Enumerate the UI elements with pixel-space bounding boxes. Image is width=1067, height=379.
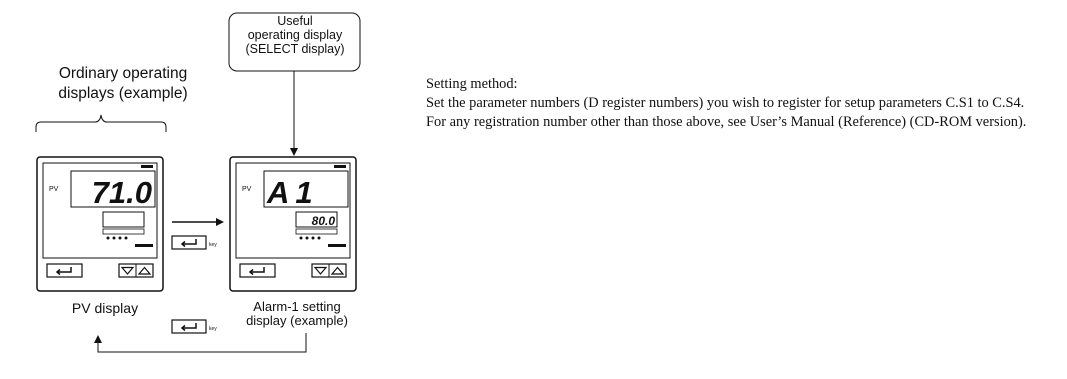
status-lamp [112,236,116,240]
sp-window [295,211,338,228]
callout-arrowhead [290,148,298,156]
status-strip [295,228,338,235]
model-mark [328,244,346,247]
set-enter-key [46,263,83,278]
controller-panel-left: PV 71.0 [36,156,164,292]
enter-arrow-icon [248,267,265,276]
down-arrow-icon [120,266,135,275]
callout-line-1: Useful [277,14,313,28]
enter-arrow-icon [55,267,72,276]
brace [35,114,167,132]
key-label: key [209,242,217,248]
setting-heading: Setting method: [426,76,518,92]
status-lamp [317,236,321,240]
up-arrow-icon [330,266,345,275]
pv-window [263,170,349,208]
setting-method: Setting method: Set the parameter number… [426,75,1060,132]
select-display-callout-text: Useful operating display (SELECT display… [231,14,359,56]
status-lamp [305,236,309,240]
alarm-setpoint-value: 80.0 [312,214,336,228]
set-enter-key [239,263,276,278]
setting-paragraph-1: Set the parameter numbers (D register nu… [426,95,1025,111]
brand-mark [334,165,346,168]
status-lamp [124,236,128,240]
pv-indicator: PV [49,186,59,193]
status-lamp [299,236,303,240]
controller-panel-right: PV A1 80.0 [229,156,357,292]
callout-line-3: (SELECT display) [245,42,345,56]
alarm-setting-caption: Alarm-1 setting display (example) [222,300,372,328]
pv-window [70,170,156,208]
alarm-caption-line-1: Alarm-1 setting [253,299,341,314]
model-mark [135,244,153,247]
up-arrow-icon [137,266,152,275]
pv-value: 71.0 [92,175,152,210]
brand-mark [141,165,153,168]
alarm-caption-line-2: display (example) [246,313,348,328]
pv-display-caption: PV display [71,300,139,316]
status-lamp [118,236,122,240]
sp-window [102,211,145,228]
set-enter-key-symbol [171,235,207,250]
set-enter-key-symbol [171,319,207,334]
return-arrowhead [94,335,102,343]
enter-arrow-icon [180,323,197,332]
setting-paragraph-2: For any registration number other than t… [426,114,1027,130]
status-strip [102,228,145,235]
ordinary-displays-label: Ordinary operating displays (example) [38,64,208,104]
key-label: key [209,326,217,332]
callout-line-2: operating display [247,28,343,42]
down-arrow-icon [313,266,328,275]
status-lamp [106,236,110,240]
pv-indicator: PV [242,186,252,193]
flow-arrowhead-right [216,218,224,226]
parameter-symbol: A1 [266,175,319,210]
return-loop-line [97,333,307,353]
enter-arrow-icon [180,239,197,248]
ordinary-label-line-1: Ordinary operating [58,65,188,82]
status-lamp [311,236,315,240]
ordinary-label-line-2: displays (example) [58,85,188,102]
